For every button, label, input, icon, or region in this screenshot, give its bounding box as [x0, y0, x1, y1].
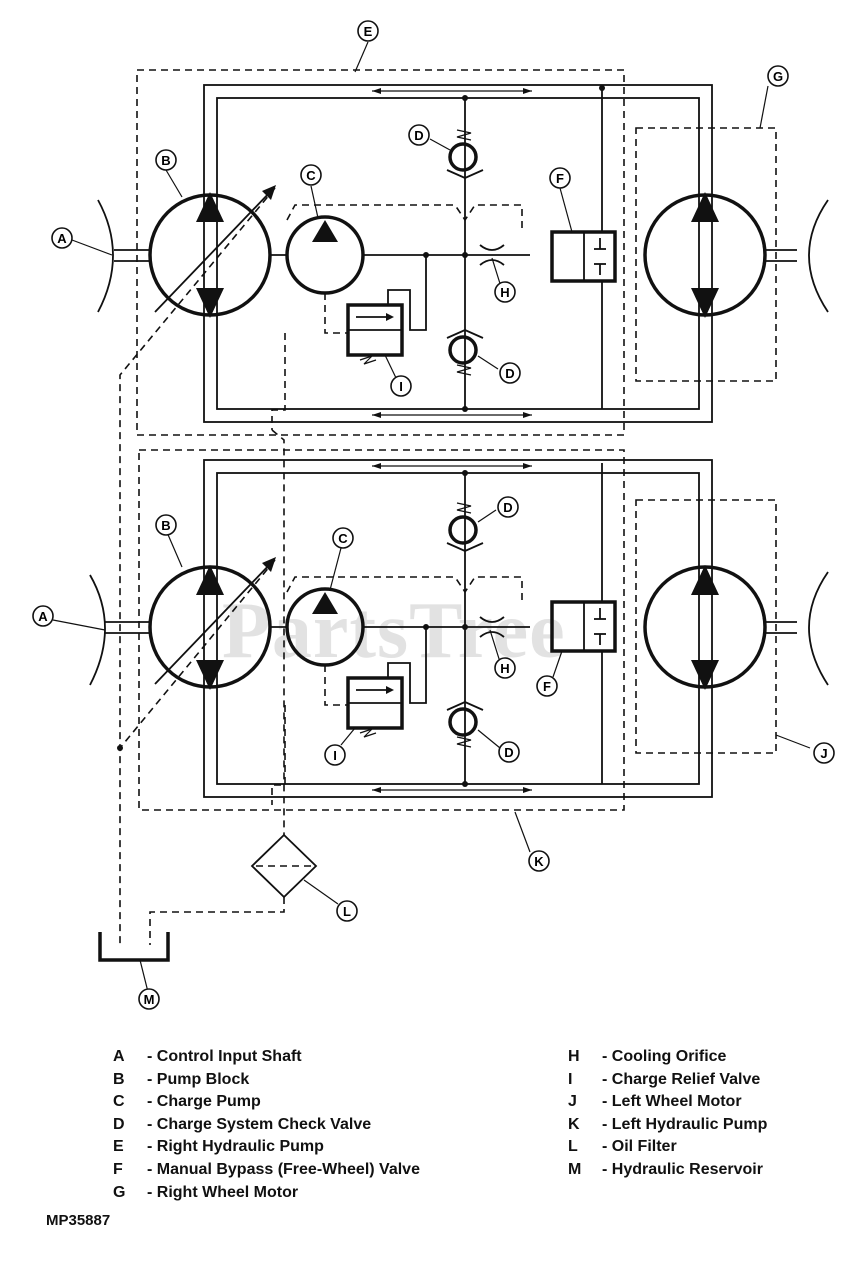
right-wheel-motor-enclosure [635, 127, 777, 382]
svg-text:I: I [333, 748, 337, 763]
callout-f: F [549, 167, 571, 189]
legend-left-column: A- Control Input Shaft B- Pump Block C- … [113, 1046, 420, 1204]
left-hydraulic-pump-unit [89, 449, 829, 811]
svg-text:C: C [306, 168, 316, 183]
callout-h: H [494, 657, 516, 679]
svg-text:L: L [343, 904, 351, 919]
svg-text:I: I [399, 379, 403, 394]
svg-text:A: A [38, 609, 48, 624]
callout-l: L [336, 900, 358, 922]
callout-b: B [155, 149, 177, 171]
callout-k: K [528, 850, 550, 872]
svg-text:K: K [534, 854, 544, 869]
pump-block-icon [148, 557, 276, 690]
legend-item: C- Charge Pump [113, 1093, 261, 1111]
charge-relief-valve-icon [346, 255, 427, 365]
svg-text:M: M [144, 992, 155, 1007]
svg-text:H: H [500, 285, 509, 300]
svg-text:B: B [161, 518, 170, 533]
callout-leaders [52, 41, 811, 993]
svg-text:A: A [57, 231, 67, 246]
callout-i: I [324, 744, 346, 766]
wheel-motor-icon [643, 565, 767, 690]
callout-a: A [32, 605, 54, 627]
callout-a: A [51, 227, 73, 249]
callout-d: D [498, 741, 520, 763]
svg-text:D: D [504, 745, 513, 760]
callout-h: H [494, 281, 516, 303]
legend-item: D- Charge System Check Valve [113, 1115, 372, 1133]
svg-text:F: F [543, 679, 551, 694]
callout-g: G [767, 65, 789, 87]
check-valve-icon [446, 329, 484, 376]
svg-text:G: G [773, 69, 783, 84]
figure-id: MP35887 [46, 1212, 111, 1229]
legend-item: K- Left Hydraulic Pump [568, 1115, 768, 1133]
left-wheel-motor-enclosure [635, 499, 777, 754]
oil-filter-icon [250, 833, 318, 899]
svg-text:E: E [364, 24, 373, 39]
legend-item: L- Oil Filter [568, 1138, 677, 1156]
pump-block-icon [148, 185, 276, 318]
callout-b: B [155, 514, 177, 536]
charge-relief-valve-icon [346, 627, 427, 738]
callout-d: D [497, 496, 519, 518]
left-pump-enclosure [138, 449, 625, 811]
svg-text:B: B [161, 153, 170, 168]
legend-item: I- Charge Relief Valve [568, 1070, 761, 1088]
callout-c: C [300, 164, 322, 186]
legend-item: A- Control Input Shaft [113, 1048, 302, 1065]
svg-text:D: D [414, 128, 423, 143]
callout-i: I [390, 375, 412, 397]
legend-item: G- Right Wheel Motor [113, 1183, 299, 1201]
callout-d: D [408, 124, 430, 146]
legend-item: M- Hydraulic Reservoir [568, 1160, 763, 1178]
svg-text:D: D [503, 500, 512, 515]
check-valve-icon [446, 502, 484, 552]
callout-j: J [813, 742, 835, 764]
cooling-orifice-icon [465, 244, 530, 266]
charge-pump-icon [285, 215, 365, 295]
bypass-valve-icon [550, 600, 617, 653]
svg-text:D: D [505, 366, 514, 381]
callout-e: E [357, 20, 379, 42]
svg-text:C: C [338, 531, 348, 546]
legend-item: H- Cooling Orifice [568, 1048, 727, 1065]
svg-text:F: F [556, 171, 564, 186]
check-valve-icon [446, 701, 484, 748]
right-pump-enclosure [136, 69, 625, 436]
svg-text:J: J [820, 746, 827, 761]
bypass-valve-icon [550, 230, 617, 283]
legend-item: J- Left Wheel Motor [568, 1093, 742, 1111]
hydraulic-schematic: .thick { fill:none; stroke:#111; stroke-… [32, 20, 835, 1010]
check-valve-icon [446, 129, 484, 179]
callout-c: C [332, 527, 354, 549]
svg-text:H: H [500, 661, 509, 676]
cooling-orifice-icon [465, 616, 530, 638]
legend-item: F- Manual Bypass (Free-Wheel) Valve [113, 1160, 420, 1178]
hydraulic-reservoir-icon [98, 932, 170, 962]
legend-right-column: H- Cooling Orifice I- Charge Relief Valv… [568, 1046, 767, 1182]
callout-f: F [536, 675, 558, 697]
charge-pump-icon [285, 587, 365, 667]
callout-m: M [138, 988, 160, 1010]
legend-item: B- Pump Block [113, 1070, 250, 1088]
legend-item: E- Right Hydraulic Pump [113, 1138, 324, 1156]
wheel-motor-icon [643, 192, 767, 318]
callout-d: D [499, 362, 521, 384]
right-hydraulic-pump-unit [97, 69, 829, 436]
